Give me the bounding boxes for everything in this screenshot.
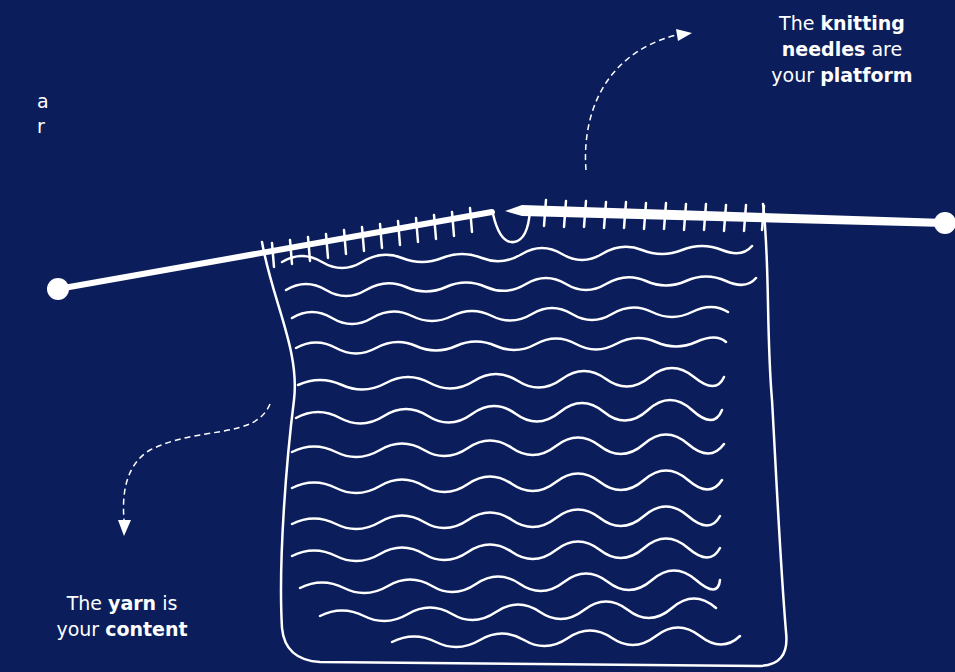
leader-line [123, 404, 270, 520]
leader-line [585, 35, 676, 170]
callout-label: r [37, 113, 45, 139]
arrowhead [676, 29, 692, 41]
callout-label: The knitting needles are your platform [771, 10, 912, 88]
arrowhead [118, 520, 131, 536]
yarn-rows [282, 246, 756, 647]
callout-label: The yarn is your content [56, 590, 187, 642]
fabric-outline [262, 204, 786, 666]
knitting-needles [47, 205, 955, 300]
callout-label: a [37, 88, 49, 114]
